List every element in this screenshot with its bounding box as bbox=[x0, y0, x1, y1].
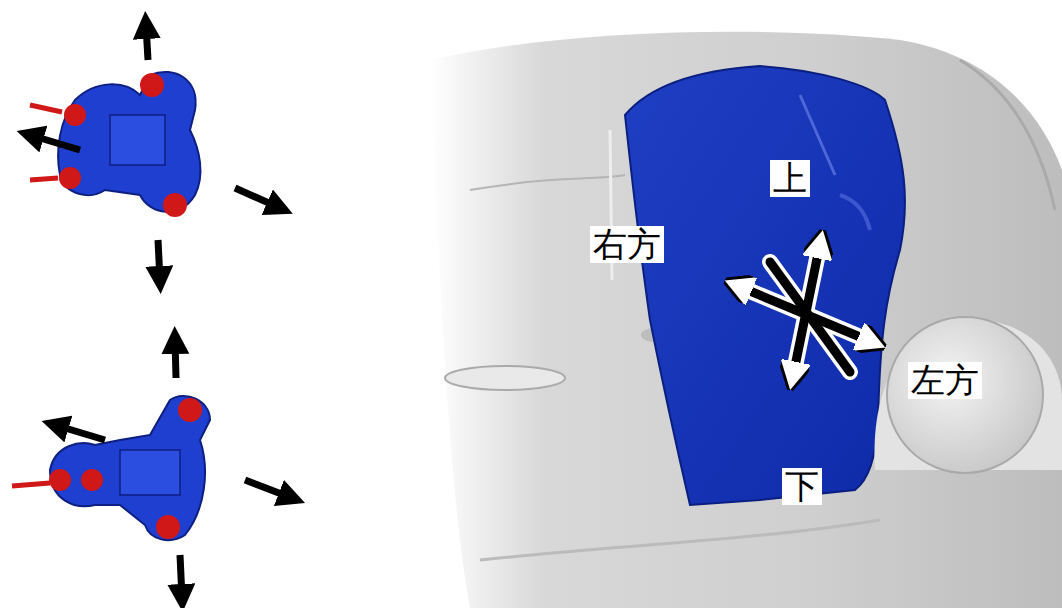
car-body bbox=[430, 32, 1062, 608]
adjust-arrows bbox=[738, 244, 872, 376]
rear-door bbox=[625, 66, 905, 505]
fuel-cap bbox=[874, 317, 1062, 473]
direction-label: 右方 bbox=[590, 226, 664, 263]
move-arrows bbox=[30, 25, 280, 280]
move-arrows bbox=[55, 340, 292, 598]
hinge-part bbox=[30, 72, 200, 217]
direction-label: 上 bbox=[770, 160, 810, 197]
direction-label: 下 bbox=[782, 468, 822, 505]
hinge-part bbox=[12, 396, 210, 540]
direction-label: 左方 bbox=[908, 362, 982, 399]
